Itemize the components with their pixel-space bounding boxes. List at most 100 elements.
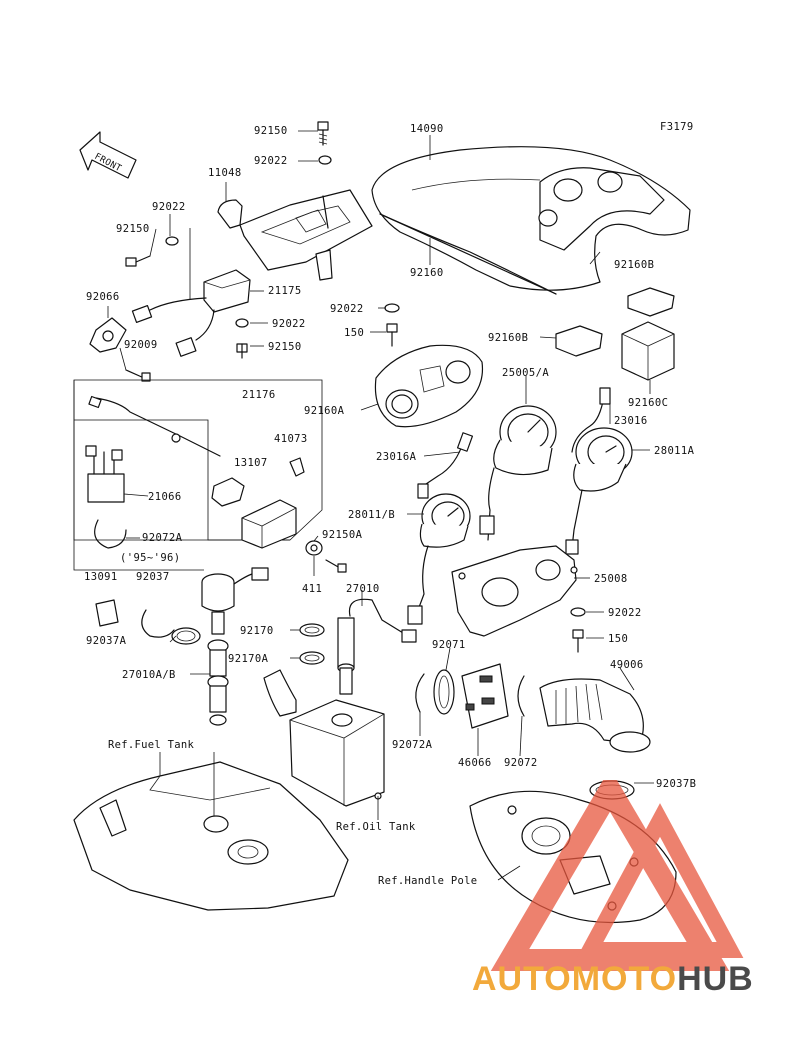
part-label: 92072A <box>142 532 183 544</box>
leader-lines <box>107 130 654 881</box>
screw-92150-left <box>125 255 151 267</box>
part-label: 92150 <box>116 223 150 235</box>
part-labels: 92150 14090 92022 11048 92022 92150 9206… <box>84 123 696 790</box>
seal-92160 <box>379 213 557 295</box>
hose-27010 <box>337 598 417 695</box>
pad-92160b-lower <box>555 325 603 357</box>
part-label: 92037 <box>136 571 170 583</box>
washer-92022-hood <box>384 303 400 313</box>
part-label: 28011A <box>654 445 695 457</box>
part-label: 23016 <box>614 415 648 427</box>
part-label: 150 <box>608 633 628 645</box>
sender-23016 <box>571 387 611 453</box>
part-label: 92150A <box>322 529 363 541</box>
clip-92170a <box>299 651 325 665</box>
screw-92150-top <box>317 121 329 146</box>
screw-92150-mid <box>236 343 248 359</box>
pad-92160c <box>621 321 675 381</box>
part-label: 92072 <box>504 757 538 769</box>
bezel-92160a <box>374 344 484 428</box>
part-label: 46066 <box>458 757 492 769</box>
part-label: 92160A <box>304 405 345 417</box>
relay-41073 <box>211 477 245 507</box>
part-label: 92160C <box>628 397 668 409</box>
part-label: 92022 <box>152 201 186 213</box>
part-label: 21175 <box>268 285 302 297</box>
part-label: 411 <box>302 583 322 595</box>
ring-92072a <box>415 673 425 713</box>
pad-92160b-upper <box>627 287 675 317</box>
front-arrow-icon: FRONT <box>79 131 137 179</box>
part-label: 28011/B <box>348 509 395 521</box>
part-label: 41073 <box>274 433 308 445</box>
gauge-25005 <box>479 405 557 541</box>
part-label: 21176 <box>242 389 276 401</box>
clip-92170 <box>299 623 325 637</box>
watermark-logo <box>490 780 744 971</box>
part-label: 14090 <box>410 123 444 135</box>
washer-92022-top <box>318 155 332 165</box>
washer-92022-mid <box>235 318 249 328</box>
screw-150-hood <box>386 323 398 347</box>
part-label: 27010A/B <box>122 669 176 681</box>
part-label: 92150 <box>268 341 302 353</box>
part-label: 92037B <box>656 778 696 790</box>
part-label: 11048 <box>208 167 242 179</box>
case-21176 <box>241 499 297 549</box>
part-label: 27010 <box>346 583 380 595</box>
washer-92022-plate <box>570 607 586 617</box>
watermark-text-part2: HUB <box>677 960 754 998</box>
part-label: 21066 <box>148 491 182 503</box>
plate-25008 <box>451 545 578 637</box>
part-label: 92022 <box>330 303 364 315</box>
seal-92071 <box>433 669 455 715</box>
clamp-92072a-box <box>94 519 127 549</box>
part-label: 92160B <box>614 259 654 271</box>
gauge-28011b <box>407 493 471 625</box>
watermark-text-part1: AUTOMOTO <box>472 960 678 998</box>
part-label: 13091 <box>84 571 118 583</box>
fuel-tank <box>73 761 349 911</box>
ring-92072 <box>517 675 525 717</box>
grommet-46066 <box>461 663 509 729</box>
unit-21175 <box>131 269 251 357</box>
ref-oil-tank-label: Ref.Oil Tank <box>336 821 416 833</box>
part-label: 150 <box>344 327 364 339</box>
clamp-92037a <box>171 627 201 645</box>
sender-23016a <box>417 432 474 499</box>
regulator-21066 <box>85 445 125 503</box>
ref-handle-pole-label: Ref.Handle Pole <box>378 875 477 887</box>
hood-14090 <box>371 146 691 295</box>
washer-411 <box>305 540 323 556</box>
part-label: 92071 <box>432 639 466 651</box>
harness-21176 <box>88 395 221 457</box>
part-label: 92022 <box>254 155 288 167</box>
screw-150-plate <box>572 629 584 653</box>
part-label: 49006 <box>610 659 644 671</box>
part-label: 92066 <box>86 291 120 303</box>
washer-92022-left <box>165 236 179 246</box>
part-label: 92160 <box>410 267 444 279</box>
part-label: 92150 <box>254 125 288 137</box>
part-label: 25008 <box>594 573 628 585</box>
part-label: 92037A <box>86 635 127 647</box>
gauge-28011a <box>565 427 633 555</box>
watermark-text: AUTOMOTOHUB <box>472 960 800 999</box>
fuel-pump-27010a <box>201 567 269 726</box>
part-label: 23016A <box>376 451 417 463</box>
part-label: 25005/A <box>502 367 549 379</box>
sponge-13091 <box>95 599 119 627</box>
duct-49006 <box>539 678 651 753</box>
part-label: 92022 <box>272 318 306 330</box>
clamp-92037 <box>141 609 175 638</box>
part-label: 92170A <box>228 653 269 665</box>
oil-tank <box>263 669 385 807</box>
ref-fuel-tank-label: Ref.Fuel Tank <box>108 739 194 751</box>
part-label: ('95~'96) <box>120 552 181 564</box>
screw-92009 <box>125 369 151 382</box>
part-label: 13107 <box>234 457 268 469</box>
part-label: 92009 <box>124 339 158 351</box>
part-label: 92160B <box>488 332 528 344</box>
part-label: 92170 <box>240 625 274 637</box>
